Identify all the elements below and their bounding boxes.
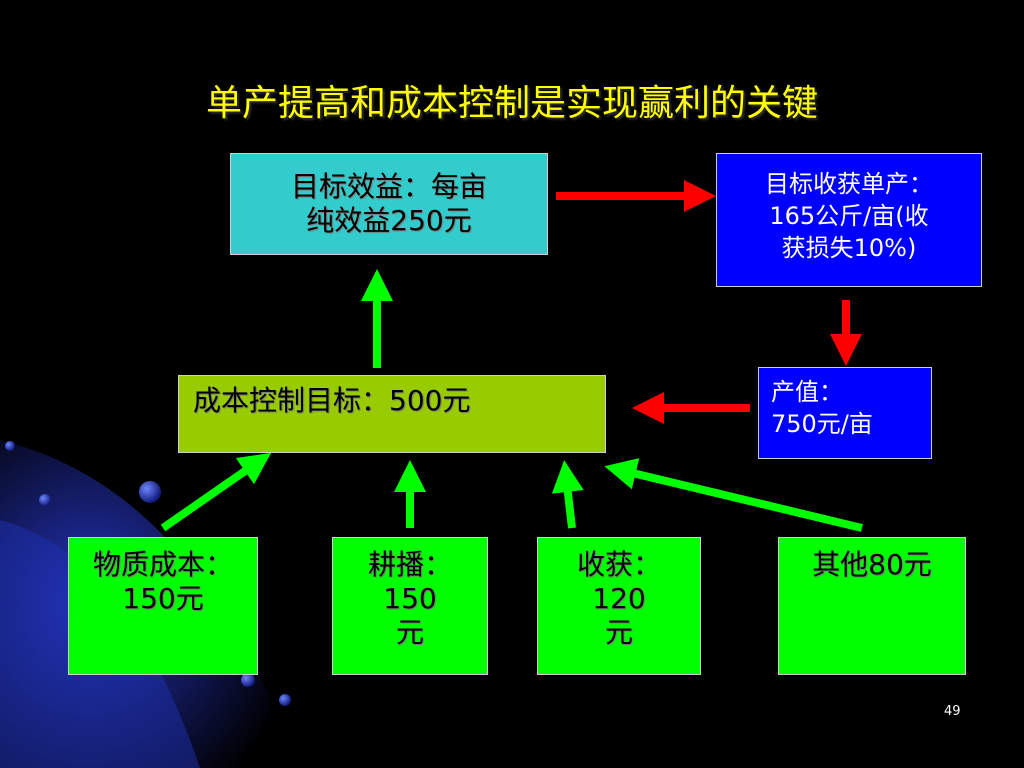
- target-yield-line2: 165公斤/亩(收: [769, 202, 929, 230]
- material-cost-line1: 物质成本：: [92, 548, 233, 581]
- material-cost-box: 物质成本： 150元: [68, 537, 258, 675]
- arrow-harvest-to-cost: [551, 460, 584, 529]
- sowing-line2: 150: [383, 582, 437, 615]
- target-yield-box: 目标收获单产： 165公斤/亩(收 获损失10%): [716, 153, 982, 287]
- harvest-line2: 120: [592, 582, 646, 615]
- sowing-line3: 元: [395, 616, 424, 649]
- harvest-line1: 收获：: [576, 548, 661, 581]
- sowing-line1: 耕播：: [367, 548, 452, 581]
- target-benefit-line1: 目标效益：每亩: [290, 170, 487, 203]
- target-yield-line1: 目标收获单产：: [765, 170, 933, 198]
- cost-target-line1: 成本控制目标：500元: [193, 384, 471, 417]
- output-value-box: 产值： 750元/亩: [758, 367, 932, 459]
- other-line1: 其他80元: [812, 548, 932, 581]
- cost-target-box: 成本控制目标：500元: [178, 375, 606, 453]
- target-benefit-box: 目标效益：每亩 纯效益250元: [230, 153, 548, 255]
- output-value-line1: 产值：: [771, 378, 843, 406]
- page-number: 49: [944, 704, 961, 719]
- slide-title: 单产提高和成本控制是实现赢利的关键: [205, 83, 818, 124]
- target-benefit-line2: 纯效益250元: [306, 204, 472, 237]
- sowing-box: 耕播： 150 元: [332, 537, 488, 675]
- harvest-box: 收获： 120 元: [537, 537, 701, 675]
- arrow-other-to-cost: [604, 458, 863, 532]
- material-cost-line2: 150元: [122, 582, 204, 615]
- target-yield-line3: 获损失10%): [781, 234, 917, 262]
- harvest-line3: 元: [604, 616, 633, 649]
- arrow-material-to-cost: [160, 452, 272, 532]
- output-value-line2: 750元/亩: [771, 410, 873, 438]
- other-box: 其他80元: [778, 537, 966, 675]
